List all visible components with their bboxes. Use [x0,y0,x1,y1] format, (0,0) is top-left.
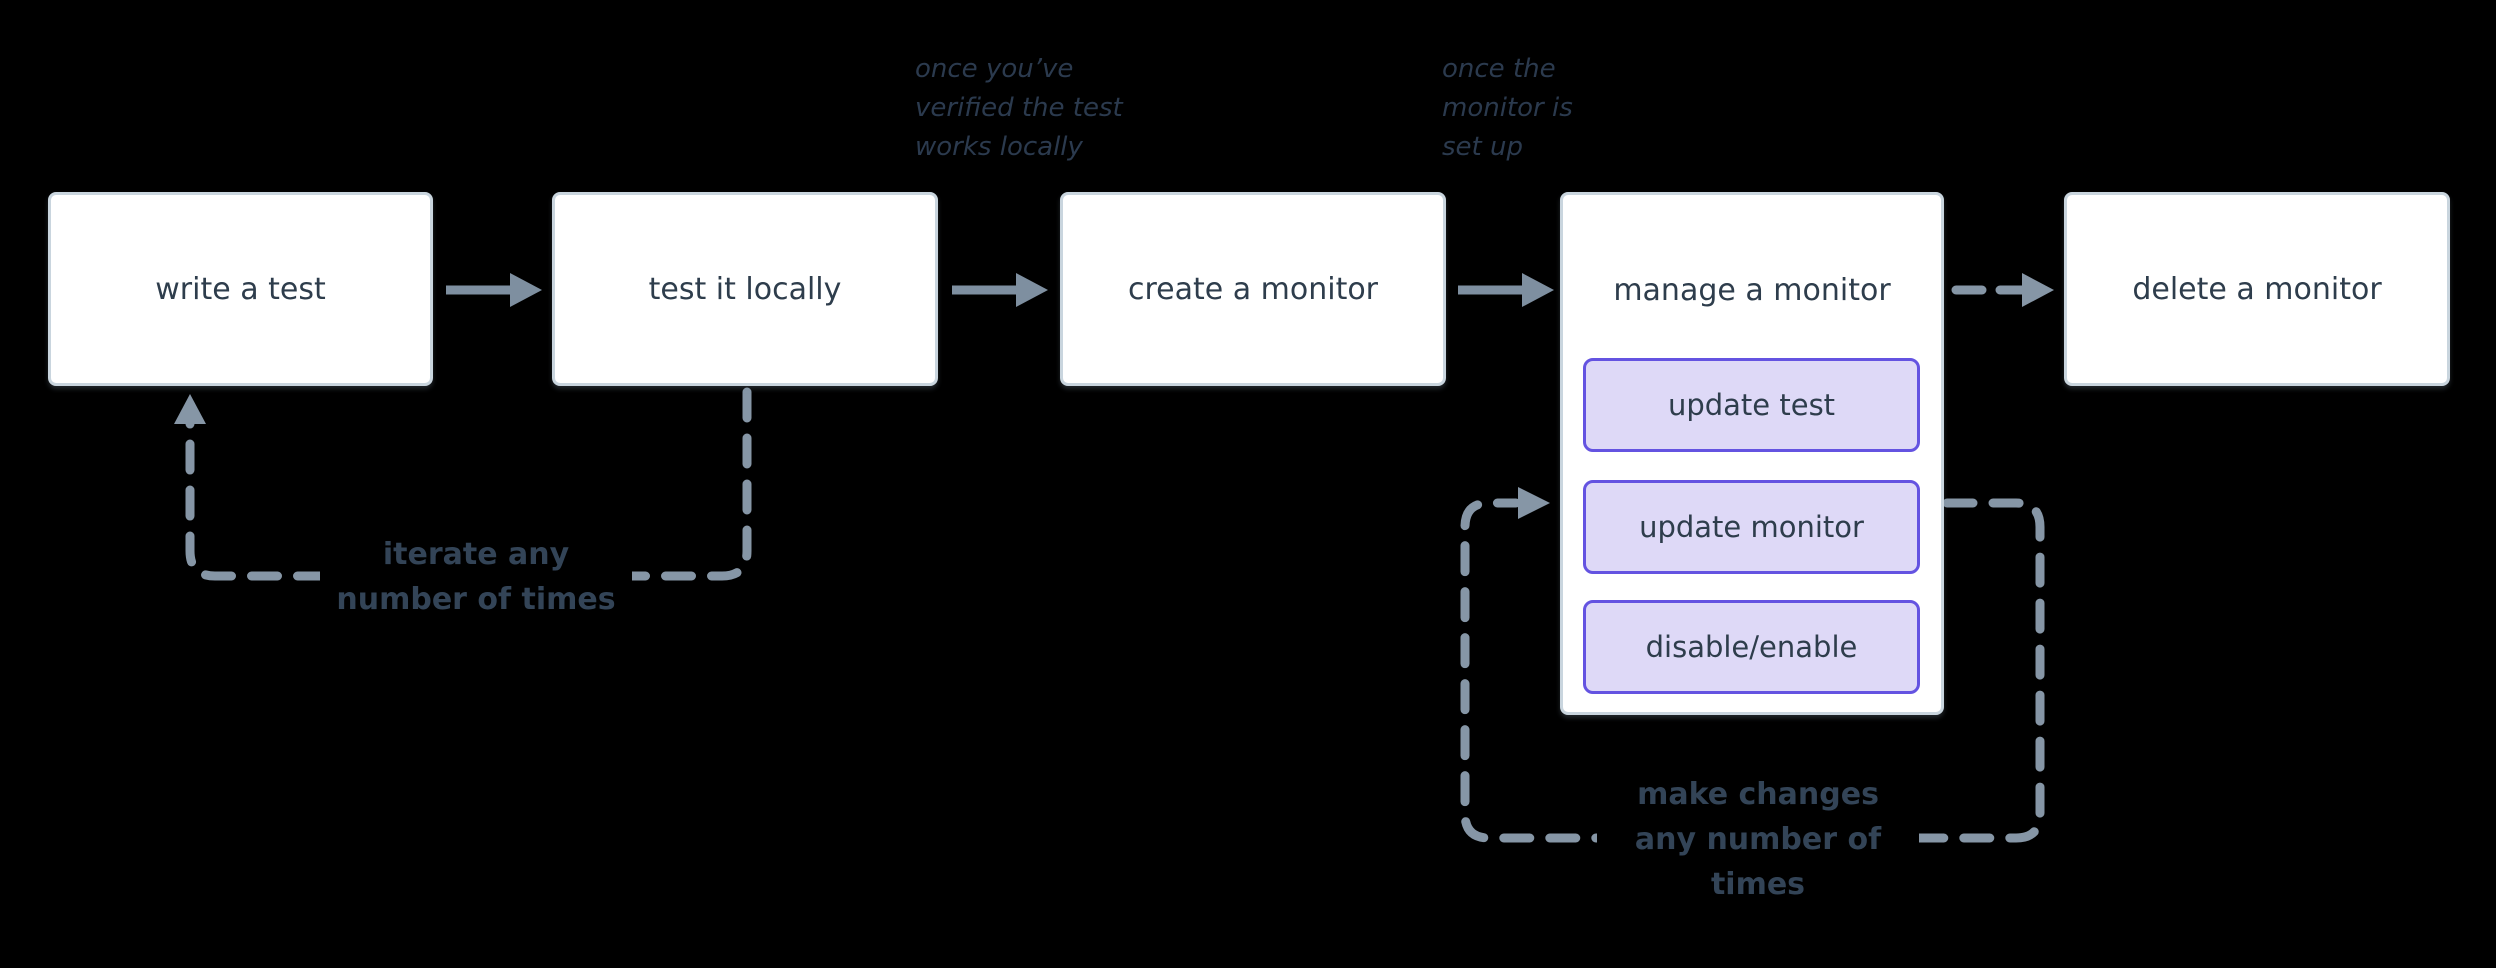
subnode-update-test-label: update test [1667,388,1836,422]
arrowhead-right-icon [1518,487,1550,519]
arrow-write-to-test [446,273,542,307]
subnode-disable-enable-label: disable/enable [1645,630,1858,664]
arrowhead-right-icon [510,273,542,307]
loop-label-iterate: iterate any number of times [320,532,632,622]
annotation-verified-note: once you’ve verified the test works loca… [915,54,1123,162]
arrow-create-to-manage [1458,273,1554,307]
annotation-setup-note: once the monitor is set up [1442,54,1573,162]
node-write-test: write a test [48,192,433,386]
node-write-test-label: write a test [155,271,326,307]
subnode-update-monitor-label: update monitor [1639,510,1864,544]
node-manage-monitor-label: manage a monitor [1613,272,1891,308]
arrowhead-up-icon [174,394,206,424]
subnode-update-monitor: update monitor [1583,480,1920,574]
node-test-locally: test it locally [552,192,938,386]
subnode-disable-enable: disable/enable [1583,600,1920,694]
node-delete-monitor: delete a monitor [2064,192,2450,386]
node-create-monitor: create a monitor [1060,192,1446,386]
node-delete-monitor-label: delete a monitor [2132,271,2382,307]
loop-label-make-changes: make changes any number of times [1597,772,1919,907]
subnode-update-test: update test [1583,358,1920,452]
arrowhead-right-icon [2022,273,2054,307]
arrowhead-right-icon [1522,273,1554,307]
arrowhead-right-icon [1016,273,1048,307]
arrow-manage-to-delete [1951,273,2054,307]
node-test-locally-label: test it locally [648,271,842,307]
loop-iterate-path [174,387,752,581]
node-create-monitor-label: create a monitor [1127,271,1379,307]
node-manage-monitor: manage a monitor update test update moni… [1560,192,1944,715]
arrow-test-to-create [952,273,1048,307]
